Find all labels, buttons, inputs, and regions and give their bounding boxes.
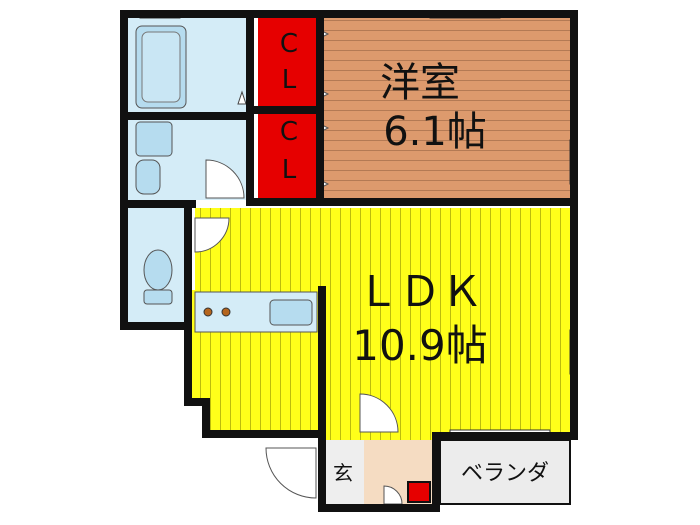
bath-door-icon — [237, 90, 247, 105]
walls — [120, 10, 578, 512]
closet-bottom-label-line1: C — [280, 117, 298, 147]
toilet-door-swing — [194, 217, 230, 253]
toilet-bowl — [143, 249, 173, 291]
closet-top-label-line2: L — [282, 65, 297, 95]
wash-basin — [135, 121, 173, 157]
entrance-label: 玄 — [333, 461, 353, 485]
closet-bottom — [258, 112, 320, 198]
shoe-box — [407, 481, 431, 503]
western-room-size: 6.1帖 — [383, 109, 487, 155]
closet-top — [258, 18, 320, 108]
closet-bottom-label-line2: L — [282, 155, 297, 185]
balcony-label: ベランダ — [461, 461, 549, 486]
washing-machine — [135, 159, 161, 195]
western-room-name: 洋室 — [380, 60, 460, 106]
washroom-door-swing — [205, 159, 245, 199]
ldk-size: 10.9帖 — [352, 321, 488, 370]
entrance-door-swing — [359, 393, 399, 433]
shoebox-door-swing — [383, 485, 403, 505]
closet-top-label-line1: C — [280, 29, 298, 59]
sink — [269, 299, 313, 326]
stove-burner-left — [203, 307, 213, 317]
entrance-floor — [322, 440, 364, 504]
ldk-name: ＬＤＫ — [357, 267, 483, 316]
stove-burner-right — [221, 307, 231, 317]
ldk-room — [188, 208, 570, 440]
toilet-tank — [143, 289, 173, 305]
western-room — [320, 18, 570, 198]
front-door-swing — [265, 447, 317, 499]
bathtub-inner — [141, 31, 181, 103]
